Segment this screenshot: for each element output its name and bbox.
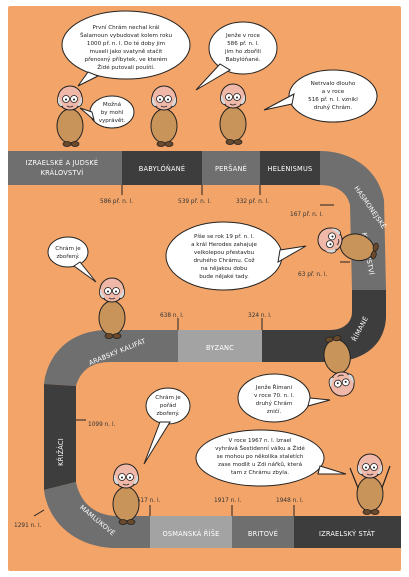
- date-label: 586 př. n. l.: [100, 198, 133, 205]
- era-segment-hellenism: [260, 151, 320, 185]
- svg-text:jim ho zbořili: jim ho zbořili: [224, 48, 261, 55]
- svg-text:516 př. n. l. vznikl: 516 př. n. l. vznikl: [308, 96, 358, 103]
- speech-bubble: Chrám je pořád zbořený.: [143, 387, 191, 465]
- svg-text:Jenže v roce: Jenže v roce: [225, 32, 261, 39]
- era-segment-crusaders: [44, 384, 76, 490]
- era-label: BYZANC: [206, 344, 234, 352]
- svg-text:druhý Chrám: druhý Chrám: [256, 400, 293, 407]
- speech-bubble: Píše se rok 19 př. n. l. a král Herodes …: [165, 221, 307, 291]
- era-label: BRITOVÉ: [248, 529, 278, 538]
- era-segment-babylonians: [122, 151, 202, 185]
- svg-text:by mohl: by mohl: [101, 110, 124, 116]
- era-segment-israel-judah: [8, 151, 122, 185]
- svg-text:zase modlit u Zdi nářků, která: zase modlit u Zdi nářků, která: [218, 461, 302, 468]
- svg-text:Netrvalo dlouho: Netrvalo dlouho: [311, 81, 356, 87]
- date-markers: 586 př. n. l. 539 př. n. l. 332 př. n. l…: [14, 185, 350, 529]
- svg-text:První Chrám nechal král: První Chrám nechal král: [92, 24, 160, 31]
- era-segment-romans: [262, 290, 386, 362]
- svg-text:pořád: pořád: [160, 402, 177, 409]
- svg-text:na nějakou dobu: na nějakou dobu: [201, 265, 248, 272]
- date-label: 1948 n. l.: [276, 498, 304, 504]
- era-segment-british: [232, 516, 294, 548]
- svg-text:zbořený.: zbořený.: [56, 253, 80, 260]
- svg-text:Chrám je: Chrám je: [155, 394, 181, 401]
- character-figure: [219, 83, 247, 145]
- svg-text:druhého Chrámu. Což: druhého Chrámu. Což: [193, 257, 254, 264]
- svg-text:bude nějaké tady.: bude nějaké tady.: [199, 273, 249, 280]
- era-label: OSMANSKÁ ŘÍŠE: [163, 529, 220, 538]
- svg-text:Židé putovali pouští.: Židé putovali pouští.: [97, 63, 155, 71]
- character-figure: [356, 453, 384, 515]
- svg-text:tam z Chrámu zbyla.: tam z Chrámu zbyla.: [231, 469, 289, 476]
- svg-text:přenosný příbytek, ve kterém: přenosný příbytek, ve kterém: [85, 56, 168, 63]
- svg-text:druhý Chrám.: druhý Chrám.: [314, 104, 353, 111]
- character-figure: [112, 463, 140, 525]
- svg-text:Šalamoun vybudovat kolem roku: Šalamoun vybudovat kolem roku: [80, 32, 172, 39]
- raised-arms: [349, 465, 391, 489]
- svg-text:586 př. n. l.: 586 př. n. l.: [227, 40, 259, 47]
- svg-text:velkolepou přestavbu: velkolepou přestavbu: [194, 249, 255, 256]
- date-label: 63 př. n. l.: [298, 271, 327, 278]
- speech-bubble: Možná by mohl vyprávět.: [79, 95, 135, 129]
- svg-text:Možná: Možná: [103, 101, 121, 108]
- speech-bubble: V roce 1967 n. l. Izrael vyhrává Šestide…: [195, 429, 347, 487]
- date-label: 1099 n. l.: [88, 422, 116, 428]
- era-label: HELÉNISMUS: [268, 164, 313, 173]
- date-label: 324 n. l.: [248, 313, 272, 319]
- svg-text:Píše se rok 19 př. n. l.: Píše se rok 19 př. n. l.: [194, 233, 254, 240]
- svg-text:v roce 70. n. l.: v roce 70. n. l.: [254, 393, 294, 399]
- svg-text:a král Herodes zahajuje: a král Herodes zahajuje: [191, 241, 257, 248]
- era-segment-israel-state: [294, 516, 401, 548]
- character-figure: [56, 85, 84, 147]
- date-label: 1517 n. l.: [133, 498, 161, 504]
- svg-text:zničí.: zničí.: [267, 408, 282, 415]
- svg-text:vyprávět.: vyprávět.: [99, 117, 126, 124]
- date-label: 1917 n. l.: [214, 498, 242, 504]
- era-label: PERŠANÉ: [215, 164, 247, 173]
- svg-text:museli jako svatyně stačit: museli jako svatyně stačit: [90, 48, 164, 55]
- era-segment-byzantium: [178, 330, 262, 362]
- svg-text:Jenže Římani: Jenže Římani: [255, 383, 293, 391]
- date-label: 332 př. n. l.: [236, 198, 269, 205]
- speech-bubble: První Chrám nechal král Šalamoun vybudov…: [61, 10, 191, 87]
- era-segment-arab-caliphate: [44, 330, 178, 386]
- era-segment-mamluks: [44, 482, 150, 548]
- era-segment-ottoman: [150, 516, 232, 548]
- svg-text:zbořený.: zbořený.: [156, 410, 180, 417]
- date-label: 167 př. n. l.: [290, 211, 323, 218]
- era-label: KRÁLOVSTVÍ: [41, 168, 84, 177]
- date-label: 539 př. n. l.: [178, 198, 211, 205]
- date-label: 638 n. l.: [160, 313, 184, 319]
- era-label: KŘIŽÁCI: [56, 438, 65, 466]
- era-segment-persians: [202, 151, 260, 185]
- svg-text:vyhrává Šestidenní válku a Žid: vyhrává Šestidenní válku a Židé: [215, 444, 305, 452]
- speech-bubble: Chrám je zbořený.: [47, 236, 97, 283]
- character-figure: [150, 85, 178, 147]
- svg-text:1000 př. n. l. Do té doby jim: 1000 př. n. l. Do té doby jim: [87, 40, 165, 47]
- era-label: BABYLÓŇANÉ: [139, 164, 185, 173]
- era-label: IZRAELSKÝ STÁT: [319, 529, 376, 538]
- speech-bubble: Jenže Římani v roce 70. n. l. druhý Chrá…: [237, 373, 331, 423]
- svg-text:V roce 1967 n. l. Izrael: V roce 1967 n. l. Izrael: [228, 438, 291, 444]
- speech-bubble: Netrvalo dlouho a v roce 516 př. n. l. v…: [263, 69, 378, 123]
- svg-text:Chrám je: Chrám je: [55, 245, 81, 252]
- character-figure: [98, 277, 126, 339]
- svg-text:Babylóňané.: Babylóňané.: [226, 56, 261, 63]
- svg-text:a v roce: a v roce: [322, 89, 345, 95]
- svg-text:se mohou po několika staletích: se mohou po několika staletích: [217, 453, 304, 460]
- era-label: IZRAELSKÉ A JUDSKÉ: [26, 158, 99, 167]
- date-label: 1291 n. l.: [14, 523, 42, 529]
- speech-bubble: Jenže v roce 586 př. n. l. jim ho zbořil…: [195, 21, 278, 91]
- timeline-road: [8, 151, 401, 548]
